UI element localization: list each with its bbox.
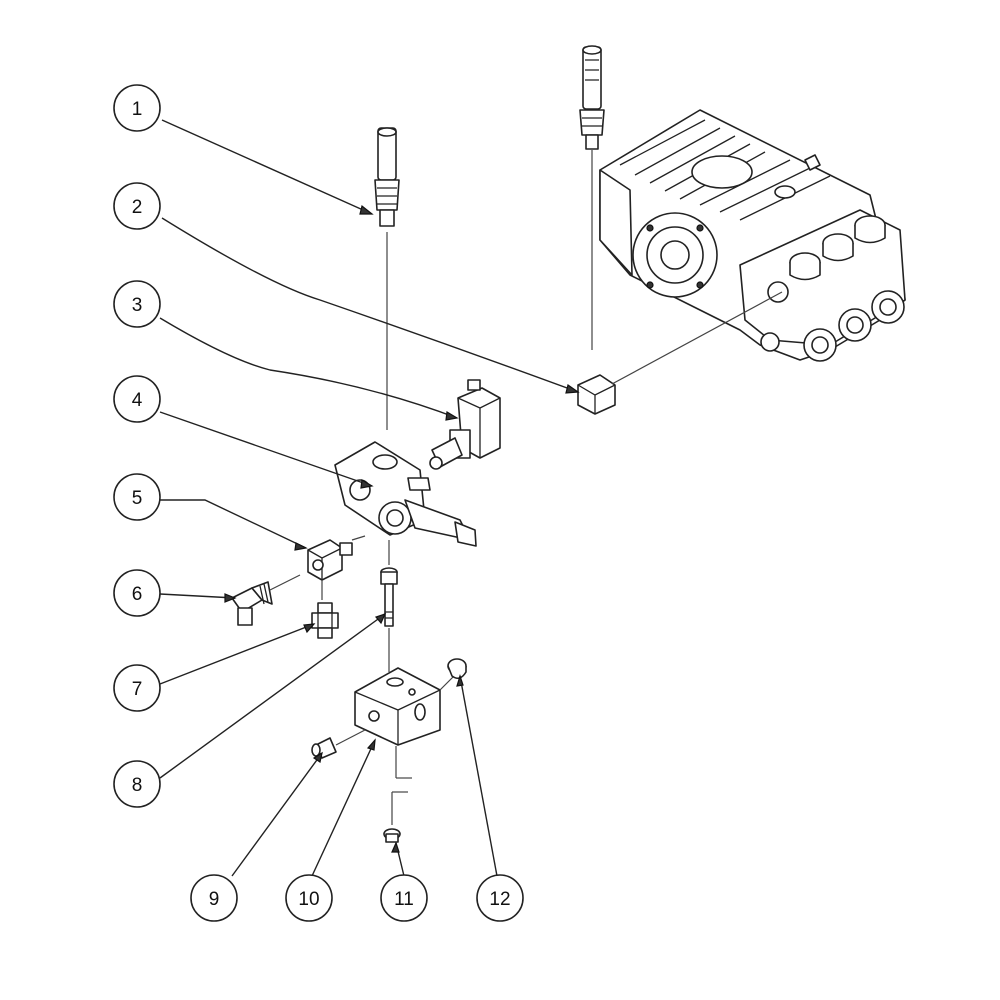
svg-text:6: 6	[132, 584, 143, 605]
svg-text:1: 1	[132, 99, 143, 120]
pressure-gauge-top	[579, 45, 605, 350]
callout-8: 8	[113, 760, 161, 808]
part-3-pressure-switch	[429, 379, 501, 470]
part-10-manifold-block	[354, 667, 456, 746]
pump-assembly	[599, 109, 906, 362]
svg-text:8: 8	[132, 775, 143, 796]
svg-text:11: 11	[394, 889, 414, 910]
part-7-nipple	[311, 602, 339, 639]
part-5-elbow-fitting	[307, 535, 366, 600]
valve-cap-1	[789, 252, 821, 281]
svg-text:2: 2	[132, 197, 143, 218]
leader-lines	[159, 119, 580, 877]
svg-text:3: 3	[132, 295, 143, 316]
valve-cap-2	[822, 233, 854, 262]
svg-text:10: 10	[298, 889, 319, 910]
callout-11: 11	[380, 874, 428, 922]
callout-1: 1	[113, 84, 161, 132]
svg-text:4: 4	[132, 390, 143, 411]
svg-text:7: 7	[132, 679, 143, 700]
part-6-elbow	[231, 574, 301, 626]
callout-6: 6	[113, 569, 161, 617]
part-8-bolt	[380, 567, 398, 672]
svg-text:5: 5	[132, 488, 143, 509]
callout-12: 12	[476, 874, 524, 922]
callout-10: 10	[285, 874, 333, 922]
callout-4: 4	[113, 375, 161, 423]
part-2-fitting-block	[577, 291, 783, 415]
callout-3: 3	[113, 280, 161, 328]
part-11-drain-plug	[383, 746, 412, 843]
pressure-gauge-part-1	[374, 127, 400, 430]
callout-7: 7	[113, 664, 161, 712]
valve-cap-3	[854, 215, 886, 244]
callout-9: 9	[190, 874, 238, 922]
part-4-unloader-valve	[334, 441, 477, 565]
svg-text:9: 9	[209, 889, 220, 910]
callout-5: 5	[113, 473, 161, 521]
part-12-plug	[447, 658, 467, 680]
svg-text:12: 12	[489, 889, 510, 910]
callout-2: 2	[113, 182, 161, 230]
